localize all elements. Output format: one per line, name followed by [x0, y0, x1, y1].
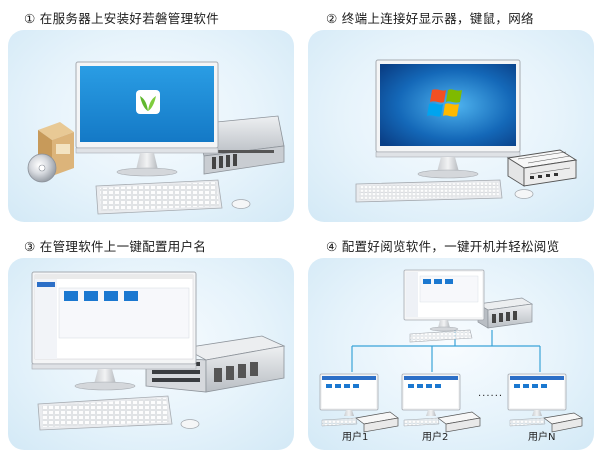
step-3-text: 在管理软件上一键配置用户名	[39, 239, 207, 254]
step-2-number: ②	[326, 11, 338, 26]
mouse-icon	[514, 189, 534, 199]
step-4-title: ④ 配置好阅览软件，一键开机并轻松阅览	[326, 236, 559, 255]
thin-client-terminal-icon	[506, 149, 578, 187]
rack-server-icon	[476, 297, 534, 329]
step-4-text: 配置好阅览软件，一键开机并轻松阅览	[341, 239, 560, 254]
step-1-illustration	[27, 61, 285, 215]
step-3-title: ③ 在管理软件上一键配置用户名	[24, 236, 206, 255]
step-2-illustration	[355, 59, 578, 203]
step-3-number: ③	[24, 239, 36, 254]
user-n-label: 用户N	[528, 432, 556, 443]
network-lines	[351, 330, 541, 372]
user-terminal-icon	[507, 373, 583, 433]
monitor-icon	[375, 59, 521, 179]
cd-disc-icon	[27, 153, 57, 183]
mouse-icon	[180, 419, 200, 429]
step-1-text: 在服务器上安装好若磐管理软件	[39, 11, 219, 26]
keyboard-icon	[409, 329, 473, 343]
user-terminal-icon	[401, 373, 481, 433]
keyboard-icon	[37, 395, 173, 431]
monitor-icon	[75, 61, 219, 177]
monitor-icon	[403, 269, 485, 332]
step-1-title: ① 在服务器上安装好若磐管理软件	[24, 8, 219, 27]
step-4-illustration	[319, 269, 583, 433]
step-2-text: 终端上连接好显示器，键鼠，网络	[341, 11, 534, 26]
keyboard-icon	[95, 179, 223, 215]
step-1-number: ①	[24, 11, 36, 26]
user-1-label: 用户1	[342, 432, 369, 443]
ellipsis-text: ......	[478, 388, 504, 399]
step-3-illustration	[31, 271, 286, 431]
step-4-number: ④	[326, 239, 338, 254]
user-terminal-icon	[319, 373, 399, 433]
monitor-icon	[31, 271, 197, 391]
keyboard-icon	[355, 179, 503, 203]
mouse-icon	[231, 199, 251, 209]
ruopan-logo-icon	[136, 90, 160, 114]
user-2-label: 用户2	[422, 432, 449, 443]
windows-logo-icon	[427, 89, 462, 117]
step-2-title: ② 终端上连接好显示器，键鼠，网络	[326, 8, 534, 27]
